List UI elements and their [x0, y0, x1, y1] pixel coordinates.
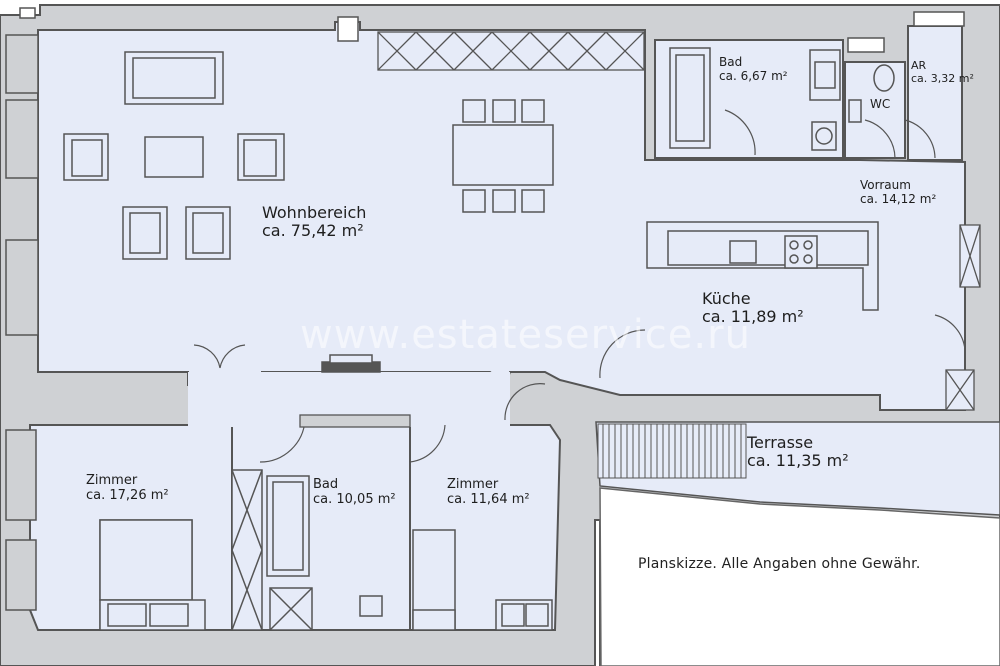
room-name: Zimmer — [447, 477, 499, 492]
room-name: WC — [870, 97, 891, 111]
room-area: ca. 11,89 m² — [702, 307, 804, 327]
room-label-zimmer-mid: Zimmer ca. 11,64 m² — [447, 477, 530, 508]
room-name: Bad — [313, 477, 339, 492]
room-name: Küche — [702, 289, 751, 308]
terrace-stairs — [597, 423, 747, 479]
room-label-zimmer-left: Zimmer ca. 17,26 m² — [86, 473, 169, 504]
wardrobe-top — [377, 31, 645, 71]
living-furniture — [63, 51, 554, 373]
disclaimer-text: Planskizze. Alle Angaben ohne Gewähr. — [638, 556, 921, 572]
kitchen-counter — [646, 221, 879, 311]
room-ar-floor — [907, 25, 963, 161]
room-label-wc: WC — [870, 97, 891, 112]
bath-top-fixtures — [669, 47, 895, 151]
room-area: ca. 17,26 m² — [86, 487, 169, 503]
room-label-bad-bottom: Bad ca. 10,05 m² — [313, 477, 396, 508]
right-cabinets — [945, 224, 981, 411]
room-name: AR — [911, 59, 927, 72]
top-windows — [19, 7, 965, 53]
room-area: ca. 75,42 m² — [262, 221, 364, 241]
room-label-terrasse: Terrasse ca. 11,35 m² — [747, 433, 849, 471]
room-name: Bad — [719, 55, 743, 69]
watermark: www.estateservice.ru — [300, 312, 751, 358]
room-label-bad-top: Bad ca. 6,67 m² — [719, 55, 788, 84]
room-label-wohnbereich: Wohnbereich ca. 75,42 m² — [262, 203, 367, 241]
bottom-furniture — [99, 469, 553, 631]
room-area: ca. 10,05 m² — [313, 491, 396, 507]
room-name: Wohnbereich — [262, 203, 367, 222]
room-area: ca. 14,12 m² — [860, 191, 937, 206]
room-label-ar: AR ca. 3,32 m² — [911, 59, 974, 85]
wall-partition — [299, 414, 411, 428]
room-label-kueche: Küche ca. 11,89 m² — [702, 289, 804, 327]
room-area: ca. 3,32 m² — [911, 71, 974, 85]
room-area: ca. 11,64 m² — [447, 491, 530, 507]
room-name: Terrasse — [747, 433, 814, 452]
room-area: ca. 6,67 m² — [719, 68, 788, 83]
left-windows — [5, 34, 39, 611]
doors — [193, 109, 966, 463]
room-label-vorraum: Vorraum ca. 14,12 m² — [860, 178, 937, 207]
room-name: Vorraum — [860, 178, 911, 192]
room-name: Zimmer — [86, 473, 138, 488]
room-area: ca. 11,35 m² — [747, 451, 849, 471]
outside-area — [599, 487, 1000, 666]
